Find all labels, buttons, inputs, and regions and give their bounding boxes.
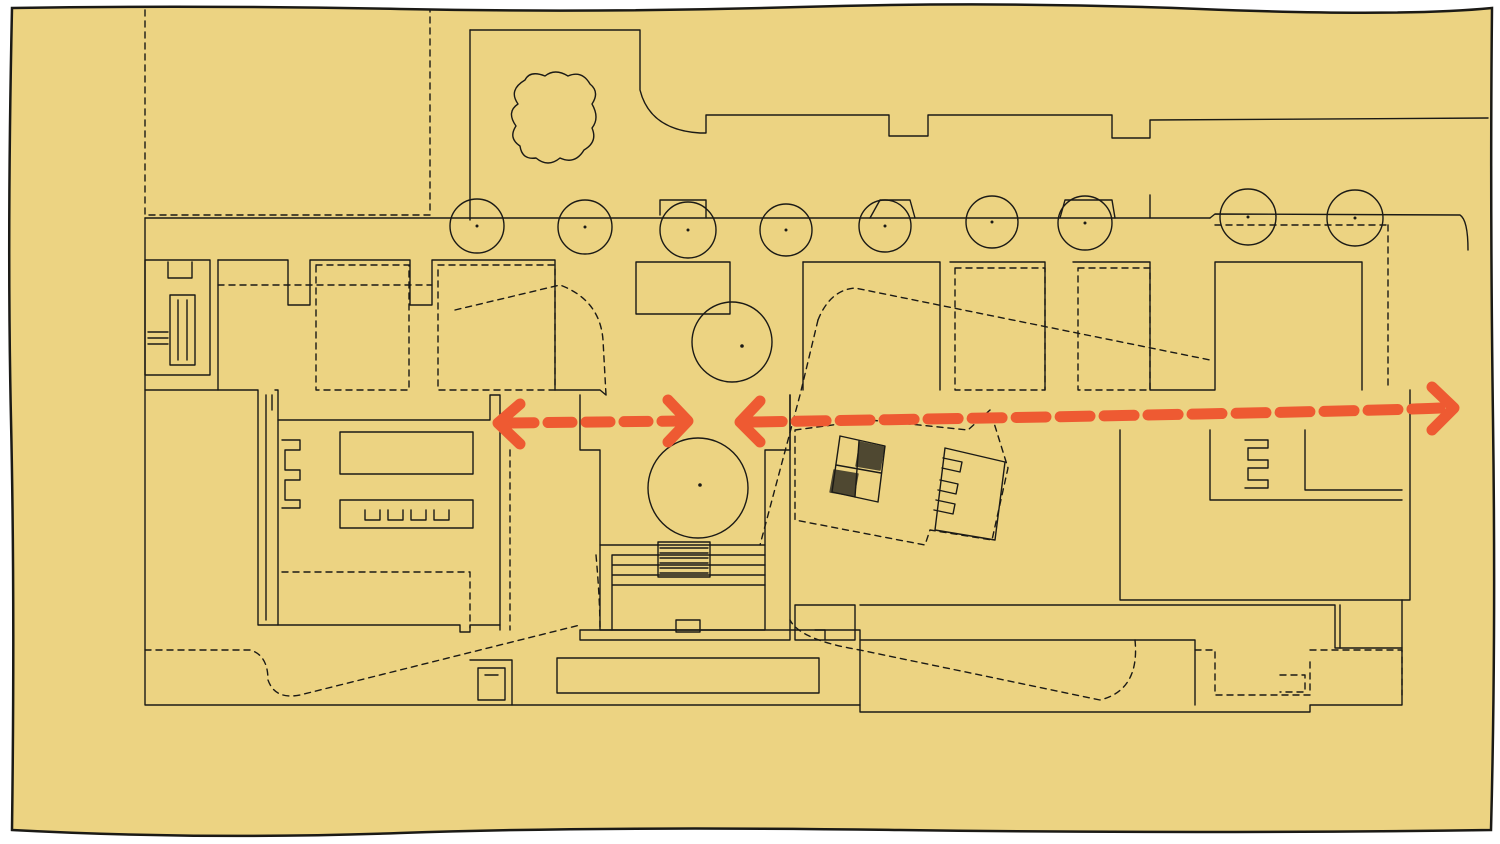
dashed-lot-upper-left [144, 9, 431, 216]
lower-right-room [859, 604, 1403, 649]
lower-right-dashed-curve [789, 619, 1137, 701]
circulation-arrow-east [746, 402, 1446, 428]
east-wing [1119, 429, 1403, 601]
pavilion-rooms [933, 447, 1006, 541]
lower-left-wall [265, 394, 273, 621]
street-trees [449, 188, 1384, 539]
lower-left-wing [144, 389, 279, 626]
top-plaza-outline [469, 29, 1489, 139]
circulation-arrows [492, 381, 1460, 450]
west-stair [144, 259, 211, 376]
wall-niche [281, 439, 301, 509]
shrub-cluster [510, 71, 597, 164]
court-dashed [595, 554, 601, 631]
court-fountain [647, 437, 749, 539]
plaza-kiosk [635, 261, 731, 315]
central-court [579, 394, 791, 546]
east-wing-room [1304, 429, 1403, 491]
arrowhead-west-right [662, 394, 694, 448]
arrowhead-east-left [734, 395, 766, 448]
tree [965, 195, 1019, 249]
diagonal-path-lower [759, 319, 819, 546]
tree-grate-links [659, 194, 1151, 219]
tree [449, 198, 505, 254]
meeting-table [339, 431, 474, 475]
building-outline [144, 217, 1411, 713]
plaza-tree [691, 301, 773, 383]
east-wing-b [1209, 429, 1403, 501]
reflecting-pool [556, 657, 820, 694]
tree [1326, 189, 1384, 247]
stair-treads [147, 261, 196, 366]
stair-block [657, 541, 711, 578]
arrowhead-east-right [1426, 381, 1460, 436]
counter [339, 499, 474, 529]
diagonal-path [817, 287, 1211, 361]
arrowhead-west-left [492, 398, 526, 450]
lower-left-room-base [277, 624, 501, 633]
tree [659, 201, 717, 259]
front-bay-c [954, 267, 1046, 391]
lower-right-base [859, 639, 1196, 706]
court-entry [579, 619, 791, 641]
east-wing-niche [1244, 439, 1269, 489]
lower-left-room [277, 394, 501, 631]
front-bay-diagonal [454, 284, 607, 396]
tree [1057, 195, 1113, 251]
stair-hatch [659, 547, 709, 574]
plan-linework [144, 9, 1489, 713]
tree [759, 203, 813, 257]
small-stair [469, 659, 513, 706]
tile-checker [829, 435, 886, 503]
front-bay-d [1077, 267, 1151, 391]
front-room-1 [217, 259, 556, 391]
circulation-arrow-west [504, 415, 686, 429]
tree-trunk-dots [475, 215, 1357, 487]
front-bay-a [315, 264, 410, 391]
front-bay-b [437, 264, 556, 391]
central-wing-steps [794, 604, 856, 641]
lower-left-dashed [281, 571, 471, 629]
lower-left-plaza [144, 624, 581, 697]
street-edge-east [1209, 213, 1469, 251]
court-step-lines [611, 554, 766, 631]
front-room-east [554, 389, 607, 396]
tree [1219, 188, 1277, 246]
lower-right-dashed [1194, 649, 1311, 696]
lower-right-short-dash [1309, 649, 1403, 696]
tree [557, 199, 613, 255]
